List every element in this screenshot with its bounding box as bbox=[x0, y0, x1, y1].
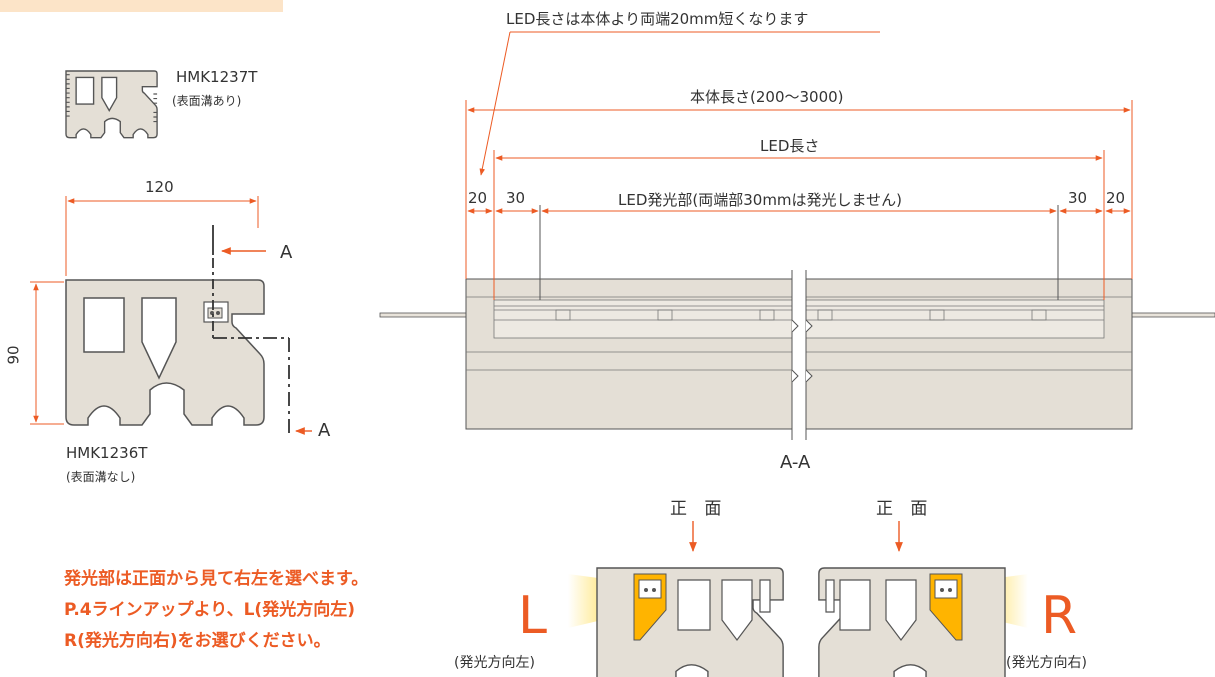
section-cut-line bbox=[212, 225, 290, 438]
height-dimension-label: 90 bbox=[4, 345, 23, 365]
profile-dimension-lines bbox=[30, 196, 259, 425]
body-length-label: 本体長さ(200〜3000) bbox=[690, 88, 844, 106]
end-right-30-label: 30 bbox=[1068, 189, 1088, 207]
profile-hmk1237t bbox=[65, 70, 158, 139]
front-label-right: 正 面 bbox=[876, 499, 934, 519]
led-length-label: LED長さ bbox=[760, 137, 820, 155]
main-model-label: HMK1236T bbox=[66, 444, 148, 462]
note-line-2: P.4ラインアップより、L(発光方向左) bbox=[64, 600, 355, 620]
elevation-view bbox=[379, 270, 1215, 440]
left-letter: L bbox=[518, 586, 547, 646]
section-aa-label: A-A bbox=[780, 452, 811, 473]
profile-hmk1236t bbox=[65, 279, 265, 426]
top-model-note: (表面溝あり) bbox=[172, 94, 242, 108]
end-left-20-label: 20 bbox=[468, 189, 488, 207]
elevation-dimension-lines bbox=[465, 31, 1133, 300]
end-left-30-label: 30 bbox=[506, 189, 526, 207]
main-model-note: (表面溝なし) bbox=[66, 470, 136, 484]
right-direction-label: (発光方向右) bbox=[1006, 655, 1087, 671]
section-mark-top: A bbox=[280, 242, 293, 263]
note-line-3: R(発光方向右)をお選びください。 bbox=[64, 631, 331, 651]
width-dimension-label: 120 bbox=[145, 178, 174, 196]
direction-left-profile bbox=[568, 567, 784, 677]
section-mark-bottom: A bbox=[318, 420, 331, 441]
top-model-label: HMK1237T bbox=[176, 68, 258, 86]
led-callout-label: LED長さは本体より両端20mm短くなります bbox=[506, 10, 809, 28]
front-label-left: 正 面 bbox=[670, 499, 728, 519]
direction-right-profile bbox=[818, 567, 1028, 677]
end-right-20-label: 20 bbox=[1106, 189, 1126, 207]
note-line-1: 発光部は正面から見て右左を選べます。 bbox=[64, 569, 369, 589]
accent-band bbox=[0, 0, 283, 12]
emitting-length-label: LED発光部(両端部30mmは発光しません) bbox=[618, 191, 902, 209]
left-direction-label: (発光方向左) bbox=[454, 655, 535, 671]
section-arrows bbox=[221, 247, 312, 435]
front-arrows bbox=[689, 521, 903, 552]
right-letter: R bbox=[1041, 586, 1078, 646]
